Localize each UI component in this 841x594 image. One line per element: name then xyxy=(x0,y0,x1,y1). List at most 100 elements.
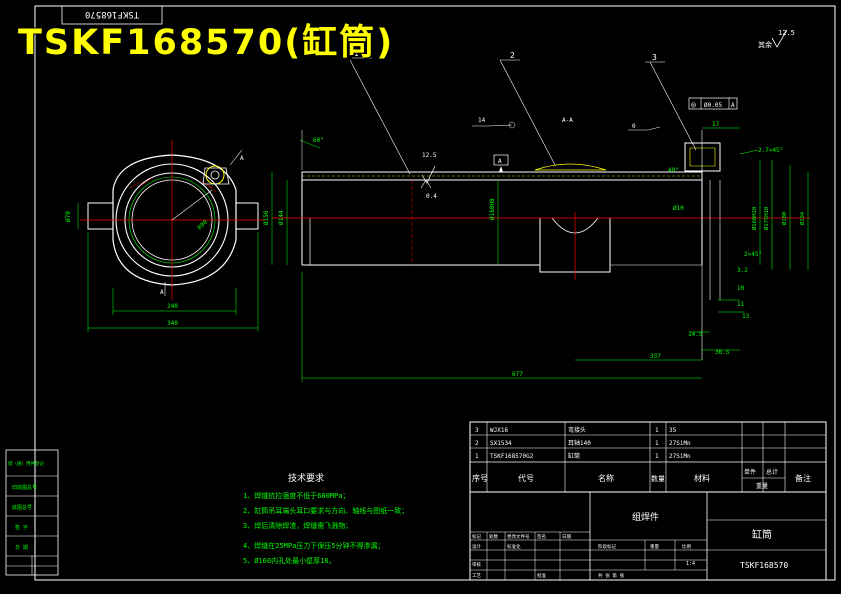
general-roughness-symbol xyxy=(771,29,788,48)
balloon-2: 2 xyxy=(510,51,515,60)
svg-text:2.7×45°: 2.7×45° xyxy=(758,147,783,154)
end-view: R90 A A Ø70 240 340 xyxy=(65,140,265,332)
bom-table: 3 WJX16 弯接头 1 35 2 SX1534 耳轴140 1 27SiMn… xyxy=(469,421,827,493)
svg-text:重量: 重量 xyxy=(650,543,659,550)
svg-text:Ø70: Ø70 xyxy=(65,211,72,222)
svg-text:签名: 签名 xyxy=(537,533,546,540)
tech-item-3: 3、焊后清除焊渣，焊缝需飞溅物； xyxy=(243,521,352,530)
svg-text:A: A xyxy=(160,289,164,296)
svg-text:2×45°: 2×45° xyxy=(744,251,762,258)
svg-text:3: 3 xyxy=(475,427,479,434)
svg-text:更改文件号: 更改文件号 xyxy=(507,533,530,540)
svg-text:工艺: 工艺 xyxy=(472,573,481,579)
svg-text:Ø160H10: Ø160H10 xyxy=(751,207,758,230)
svg-text:12.5: 12.5 xyxy=(422,152,437,159)
svg-text:R90: R90 xyxy=(196,219,209,232)
svg-text:14.5: 14.5 xyxy=(688,331,703,338)
svg-text:36.5: 36.5 xyxy=(715,349,730,356)
svg-text:11: 11 xyxy=(737,301,745,308)
svg-text:数量: 数量 xyxy=(651,474,665,483)
scale-value: 1:4 xyxy=(686,561,695,567)
svg-text:677: 677 xyxy=(512,371,523,378)
svg-text:日期: 日期 xyxy=(562,534,571,540)
tech-item-5: 5、Ø160内孔处最小壁厚18。 xyxy=(243,556,336,565)
svg-text:A-A: A-A xyxy=(562,117,573,124)
rotated-title-text: TSKF168570 xyxy=(85,9,139,19)
svg-text:17: 17 xyxy=(712,121,720,128)
svg-text:标记: 标记 xyxy=(472,533,481,540)
tech-heading: 技术要求 xyxy=(288,472,324,484)
drawing-frame xyxy=(34,5,836,581)
svg-text:0.4: 0.4 xyxy=(426,193,437,200)
svg-text:TSKF168570G2: TSKF168570G2 xyxy=(490,453,534,460)
svg-text:代号: 代号 xyxy=(518,473,534,483)
general-roughness-value: 12.5 xyxy=(778,29,795,37)
svg-text:2: 2 xyxy=(475,440,479,447)
svg-text:弯接头: 弯接头 xyxy=(568,426,586,434)
drawing-number: TSKF168570 xyxy=(740,561,788,570)
svg-text:签 字: 签 字 xyxy=(15,524,28,531)
svg-text:比例: 比例 xyxy=(682,543,691,550)
svg-text:旧底图总号: 旧底图总号 xyxy=(12,484,37,491)
svg-text:337: 337 xyxy=(650,353,661,360)
main-section-view: Ø156 Ø144 60° Ø160H8 A A-A 12.5 0.4 14 0… xyxy=(263,49,810,382)
svg-text:10: 10 xyxy=(737,285,745,292)
svg-text:处数: 处数 xyxy=(489,533,498,540)
svg-text:WJX16: WJX16 xyxy=(490,427,508,434)
svg-text:A: A xyxy=(731,102,735,109)
svg-text:Ø175H10: Ø175H10 xyxy=(763,207,770,230)
svg-text:Ø10: Ø10 xyxy=(673,205,684,212)
svg-text:SX1534: SX1534 xyxy=(490,440,512,447)
svg-text:设计: 设计 xyxy=(472,543,481,550)
rotated-title-box xyxy=(61,5,163,25)
svg-text:27SiMn: 27SiMn xyxy=(669,440,691,447)
tech-requirements: 技术要求 1、焊缝抗拉强度不低于680MPa； 2、缸筒吊耳端头耳口要求与方向、… xyxy=(243,472,408,565)
svg-text:14: 14 xyxy=(478,117,486,124)
svg-text:◎: ◎ xyxy=(691,100,696,109)
svg-text:名称: 名称 xyxy=(598,473,614,483)
tech-item-1: 1、焊缝抗拉强度不低于680MPa； xyxy=(243,491,350,500)
svg-text:共 张 第 张: 共 张 第 张 xyxy=(598,572,625,579)
svg-text:材料: 材料 xyxy=(694,473,710,483)
svg-text:3.2: 3.2 xyxy=(737,267,748,274)
svg-text:标准化: 标准化 xyxy=(507,543,521,550)
svg-text:Ø156: Ø156 xyxy=(263,210,270,225)
svg-text:Ø180: Ø180 xyxy=(781,212,788,225)
title-block: 标记 处数 更改文件号 签名 日期 设计 审核 工艺 标准化 批准 阶段标记 重… xyxy=(469,491,827,581)
svg-text:Ø144: Ø144 xyxy=(278,210,285,225)
svg-text:27SiMn: 27SiMn xyxy=(669,453,691,460)
svg-text:序号: 序号 xyxy=(472,473,488,483)
left-strip: 借（通）用件登记 旧底图总号 底图总号 签 字 日 期 xyxy=(5,449,59,576)
svg-text:缸筒: 缸筒 xyxy=(568,452,580,460)
svg-text:1: 1 xyxy=(655,427,659,434)
svg-text:0: 0 xyxy=(632,123,636,130)
overlay-title: TSKF168570(缸筒) xyxy=(18,23,395,63)
svg-text:总计: 总计 xyxy=(766,468,778,476)
svg-text:40°: 40° xyxy=(668,167,679,174)
svg-text:审核: 审核 xyxy=(472,561,481,568)
svg-text:1: 1 xyxy=(655,453,659,460)
svg-text:借（通）用件登记: 借（通）用件登记 xyxy=(8,460,44,467)
balloon-3: 3 xyxy=(652,53,657,62)
svg-text:340: 340 xyxy=(167,320,178,327)
part-name: 缸筒 xyxy=(752,528,772,541)
tech-item-4: 4、焊缝在25MPa压力下保压5分钟不得渗漏； xyxy=(243,541,385,550)
svg-text:阶段标记: 阶段标记 xyxy=(598,543,616,550)
svg-text:A: A xyxy=(498,158,502,165)
svg-text:底图总号: 底图总号 xyxy=(12,504,32,511)
svg-text:A: A xyxy=(240,155,244,162)
svg-text:备注: 备注 xyxy=(795,473,811,483)
svg-text:1: 1 xyxy=(655,440,659,447)
svg-text:13: 13 xyxy=(742,313,750,320)
svg-text:日 期: 日 期 xyxy=(15,545,28,551)
svg-text:重量: 重量 xyxy=(756,482,768,490)
balloon-1: 1 xyxy=(354,49,359,58)
svg-text:单件: 单件 xyxy=(744,468,756,476)
svg-text:Ø194: Ø194 xyxy=(799,211,806,225)
tech-item-2: 2、缸筒吊耳端头耳口要求与方向、轴线与图纸一致； xyxy=(243,506,408,515)
svg-text:耳轴140: 耳轴140 xyxy=(568,439,591,447)
svg-text:35: 35 xyxy=(669,427,677,434)
svg-text:1: 1 xyxy=(475,453,479,460)
svg-text:Ø160H8: Ø160H8 xyxy=(489,198,496,220)
